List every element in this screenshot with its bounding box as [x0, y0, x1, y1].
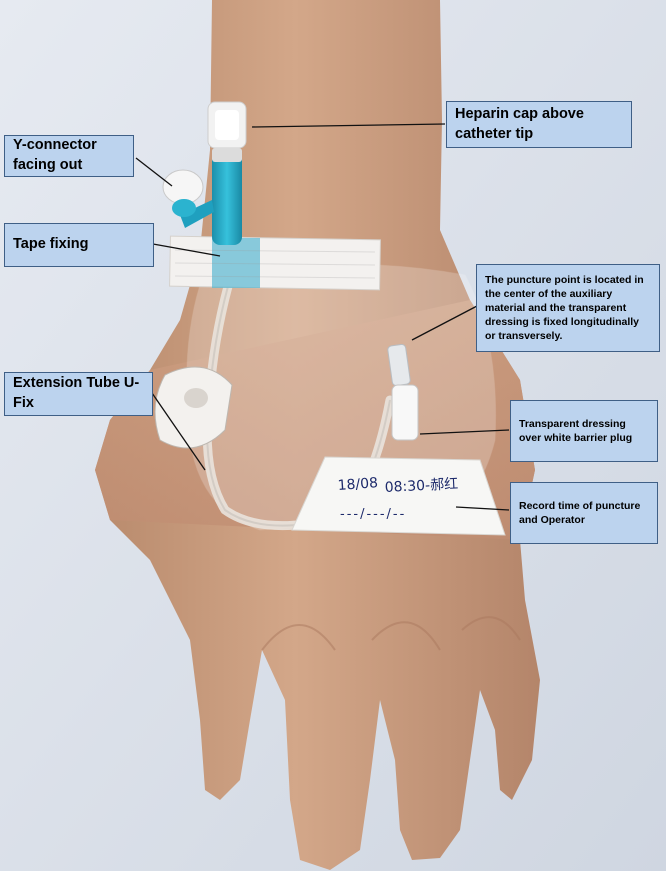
callout-record-time: Record time of puncture and Operator	[510, 482, 658, 544]
callout-transparent-dressing: Transparent dressing over white barrier …	[510, 400, 658, 462]
leader-lines	[135, 123, 510, 511]
callout-record-time-text: Record time of puncture and Operator	[519, 499, 641, 526]
callout-tape-fixing-text: Tape fixing	[13, 236, 89, 253]
callout-y-connector: Y-connector facing out	[4, 135, 134, 177]
handwriting-time: 08:30-郝红	[384, 476, 458, 496]
handwriting-date: 18/08	[337, 475, 378, 494]
callout-y-connector-text: Y-connector facing out	[13, 137, 97, 173]
callout-extension-tube-text: Extension Tube U-Fix	[13, 375, 140, 411]
callout-extension-tube: Extension Tube U-Fix	[4, 372, 153, 416]
record-label	[291, 456, 506, 536]
callout-puncture-point-text: The puncture point is located in the cen…	[485, 273, 644, 343]
callout-heparin-cap: Heparin cap above catheter tip	[446, 101, 632, 148]
white-barrier-plug	[391, 384, 419, 441]
callout-tape-fixing: Tape fixing	[4, 223, 154, 267]
callout-puncture-point: The puncture point is located in the cen…	[476, 264, 660, 352]
handwriting-operator: ---/---/--	[340, 507, 406, 522]
callout-heparin-cap-text: Heparin cap above catheter tip	[455, 105, 584, 142]
callout-transparent-dressing-text: Transparent dressing over white barrier …	[519, 417, 633, 444]
y-connector-body	[212, 150, 242, 245]
